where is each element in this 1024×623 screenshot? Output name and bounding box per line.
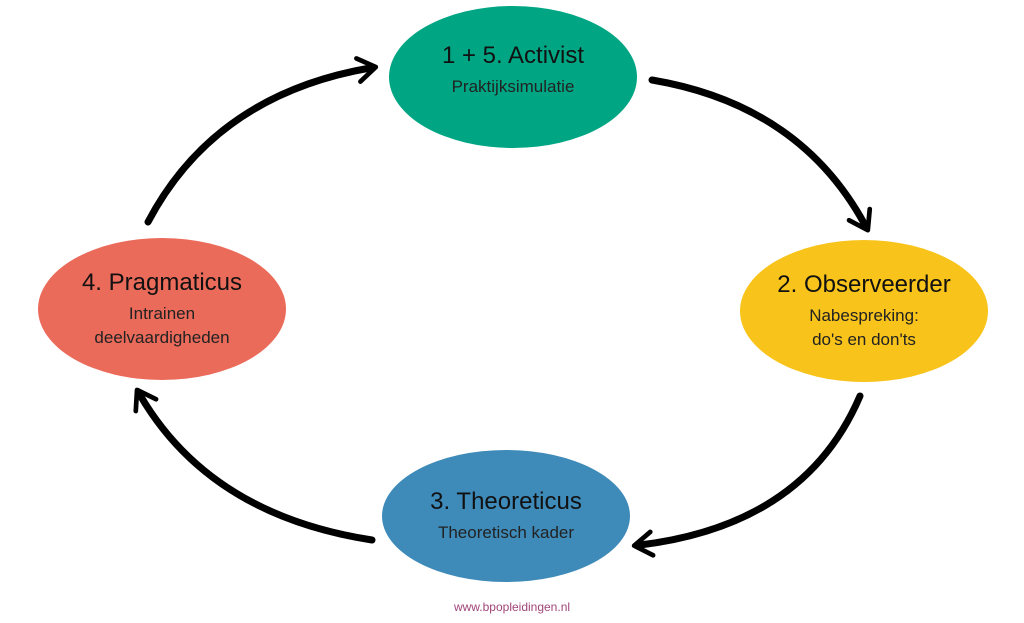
node-observeerder-subtitle: Nabespreking: do's en don'ts (809, 306, 919, 349)
arrow-observeerder-to-theoreticus (631, 392, 864, 558)
arrow-pragmaticus-to-activist (144, 56, 379, 226)
footer-website-text: www.bpopleidingen.nl (453, 600, 571, 614)
arrow-theoreticus-to-pragmaticus (133, 387, 376, 544)
node-theoreticus-title: 3. Theoreticus (430, 488, 582, 515)
node-activist: 1 + 5. Activist Praktijksimulatie (389, 6, 637, 148)
node-activist-subtitle: Praktijksimulatie (451, 77, 575, 96)
node-observeerder-title: 2. Observeerder (777, 271, 951, 298)
node-pragmaticus-title: 4. Pragmaticus (81, 269, 243, 296)
node-activist-title: 1 + 5. Activist (441, 42, 585, 69)
node-theoreticus: 3. Theoreticus Theoretisch kader (382, 450, 630, 582)
node-pragmaticus-subtitle: Intrainen deelvaardigheden (94, 304, 230, 347)
node-observeerder: 2. Observeerder Nabespreking: do's en do… (740, 240, 988, 382)
arrow-activist-to-observeerder (648, 76, 873, 233)
node-pragmaticus: 4. Pragmaticus Intrainen deelvaardighede… (38, 238, 286, 380)
node-theoreticus-subtitle: Theoretisch kader (437, 523, 575, 542)
